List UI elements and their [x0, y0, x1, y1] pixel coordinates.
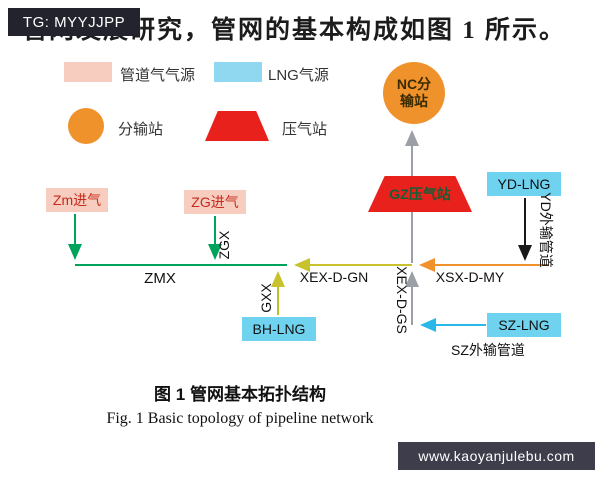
pipeline-label-zgx: ZGX [216, 230, 232, 260]
legend-swatch-lng [214, 62, 262, 82]
node-nc-distribution-station: NC分输站 [383, 62, 445, 124]
node-bh-lng: BH-LNG [242, 317, 316, 341]
pipeline-label-xsx-d-my: XSX-D-MY [435, 269, 505, 285]
node-sz-lng: SZ-LNG [487, 313, 561, 337]
watermark-top-text: TG: MYYJJPP [22, 13, 126, 31]
legend-label-compressor-station: 压气站 [282, 121, 328, 138]
node-gz-compressor-station: GZ压气站 [368, 176, 472, 212]
legend-swatch-distribution-station [68, 108, 104, 144]
legend-swatch-pipeline-gas [64, 62, 112, 82]
watermark-bottom-right: www.kaoyanjulebu.com [398, 442, 595, 470]
pipeline-label-xex-d-gn: XEX-D-GN [299, 269, 369, 285]
pipeline-label-zmx: ZMX [144, 270, 176, 287]
figure-caption-en: Fig. 1 Basic topology of pipeline networ… [106, 410, 374, 427]
node-zg-gas-inlet: ZG进气 [184, 190, 246, 214]
figure-caption-zh: 图 1 管网基本拓扑结构 [154, 385, 326, 404]
node-yd-lng: YD-LNG [487, 172, 561, 196]
legend-label-distribution-station: 分输站 [118, 121, 164, 138]
pipeline-label-sz-out: SZ外输管道 [451, 342, 525, 358]
legend-label-lng: LNG气源 [268, 67, 329, 84]
pipeline-label-gxx: GXX [258, 283, 274, 313]
pipeline-label-yd-out: YD外输管道 [538, 192, 554, 268]
watermark-top-left: TG: MYYJJPP [8, 8, 140, 36]
legend-label-pipeline-gas: 管道气气源 [120, 67, 196, 84]
node-zm-gas-inlet: Zm进气 [46, 188, 108, 212]
pipeline-label-xex-d-gs: XEX-D-GS [394, 266, 410, 334]
watermark-bottom-text: www.kaoyanjulebu.com [418, 448, 575, 464]
